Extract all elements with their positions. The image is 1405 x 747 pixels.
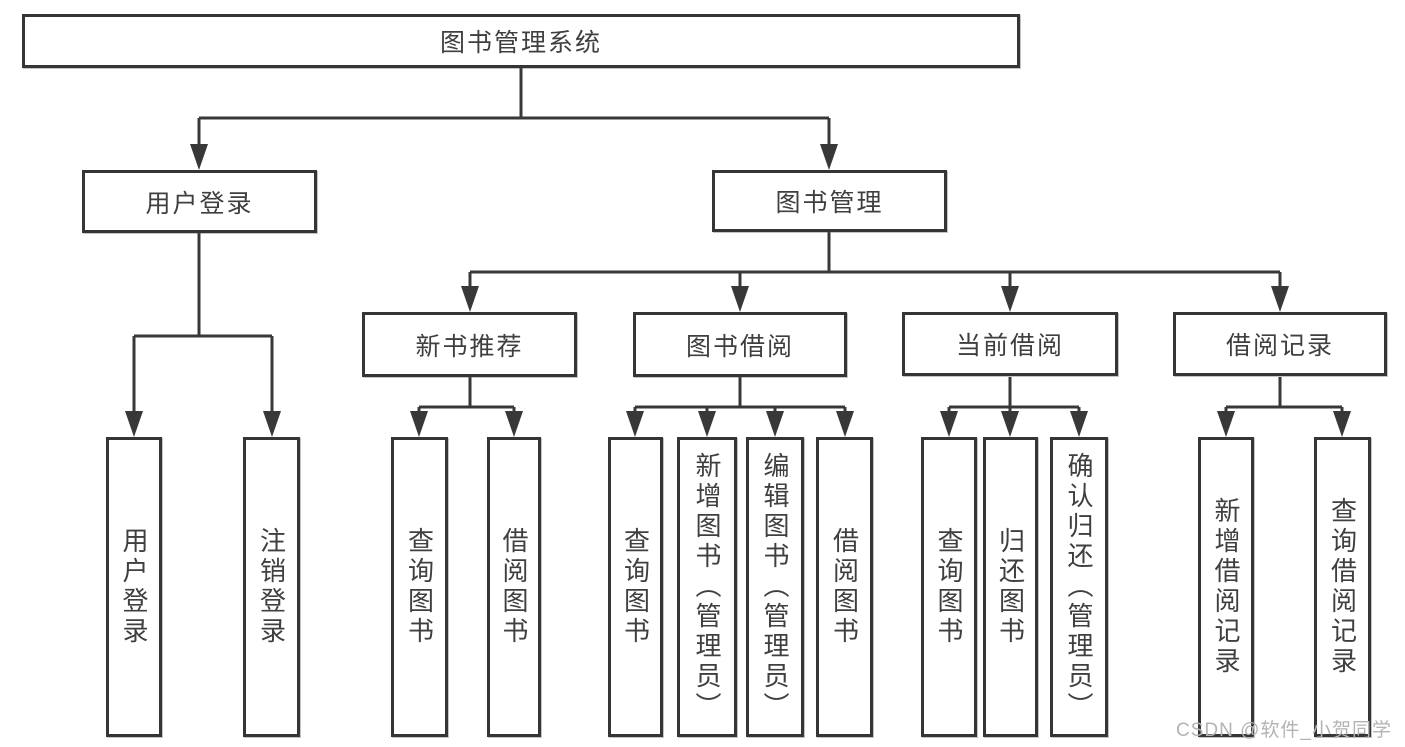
node-leaf-query-books-borrowing: 查询图书 [608, 437, 663, 737]
node-label: 查询图书 [934, 527, 964, 647]
node-label: 当前借阅 [955, 332, 1064, 360]
node-book-management-system: 图书管理系统 [22, 14, 1020, 68]
node-label: 图书借阅 [685, 332, 794, 361]
node-leaf-add-book-admin: 新增图书（管理员） [677, 437, 737, 737]
node-leaf-borrow-books-recommend: 借阅图书 [487, 437, 541, 737]
node-label: 借阅记录 [1225, 332, 1334, 360]
node-label: 查询借阅记录 [1327, 497, 1358, 677]
node-leaf-borrow-books-borrowing: 借阅图书 [816, 437, 873, 737]
node-label: 借阅图书 [499, 527, 529, 647]
node-label: 归还图书 [995, 527, 1026, 647]
node-leaf-query-borrow-record: 查询借阅记录 [1314, 437, 1371, 737]
node-leaf-user-login: 用户登录 [106, 437, 162, 737]
node-label: 用户登录 [145, 189, 254, 218]
node-label: 查询图书 [620, 527, 651, 647]
node-book-management: 图书管理 [712, 170, 947, 232]
node-user-login: 用户登录 [82, 170, 317, 233]
node-label: 图书管理 [775, 189, 884, 217]
node-leaf-logout: 注销登录 [243, 437, 300, 737]
node-label: 用户登录 [119, 527, 149, 647]
node-leaf-query-books-recommend: 查询图书 [391, 437, 448, 737]
node-label: 借阅图书 [829, 527, 860, 647]
node-label: 编辑图书（管理员） [760, 452, 790, 722]
node-label: 新增图书（管理员） [692, 452, 722, 722]
connector-line-path [132, 68, 1344, 413]
node-leaf-edit-book-admin: 编辑图书（管理员） [746, 437, 804, 737]
node-leaf-confirm-return-admin: 确认归还（管理员） [1050, 437, 1108, 737]
node-label: 新书推荐 [415, 332, 524, 361]
node-leaf-return-book: 归还图书 [983, 437, 1038, 737]
node-label: 图书管理系统 [439, 29, 602, 57]
node-borrowing-records: 借阅记录 [1173, 312, 1387, 376]
node-leaf-query-books-current: 查询图书 [921, 437, 977, 737]
node-book-borrowing: 图书借阅 [633, 312, 847, 377]
node-new-book-recommendation: 新书推荐 [362, 312, 577, 377]
node-label: 注销登录 [256, 527, 287, 647]
connector-arrowheads [125, 144, 1351, 437]
node-leaf-add-borrow-record: 新增借阅记录 [1198, 437, 1254, 737]
node-label: 确认归还（管理员） [1064, 452, 1094, 722]
node-current-borrowing: 当前借阅 [902, 312, 1118, 376]
csdn-watermark: CSDN @软件_小贺同学 [1176, 720, 1392, 741]
node-label: 新增借阅记录 [1211, 497, 1241, 677]
node-label: 查询图书 [404, 527, 435, 647]
